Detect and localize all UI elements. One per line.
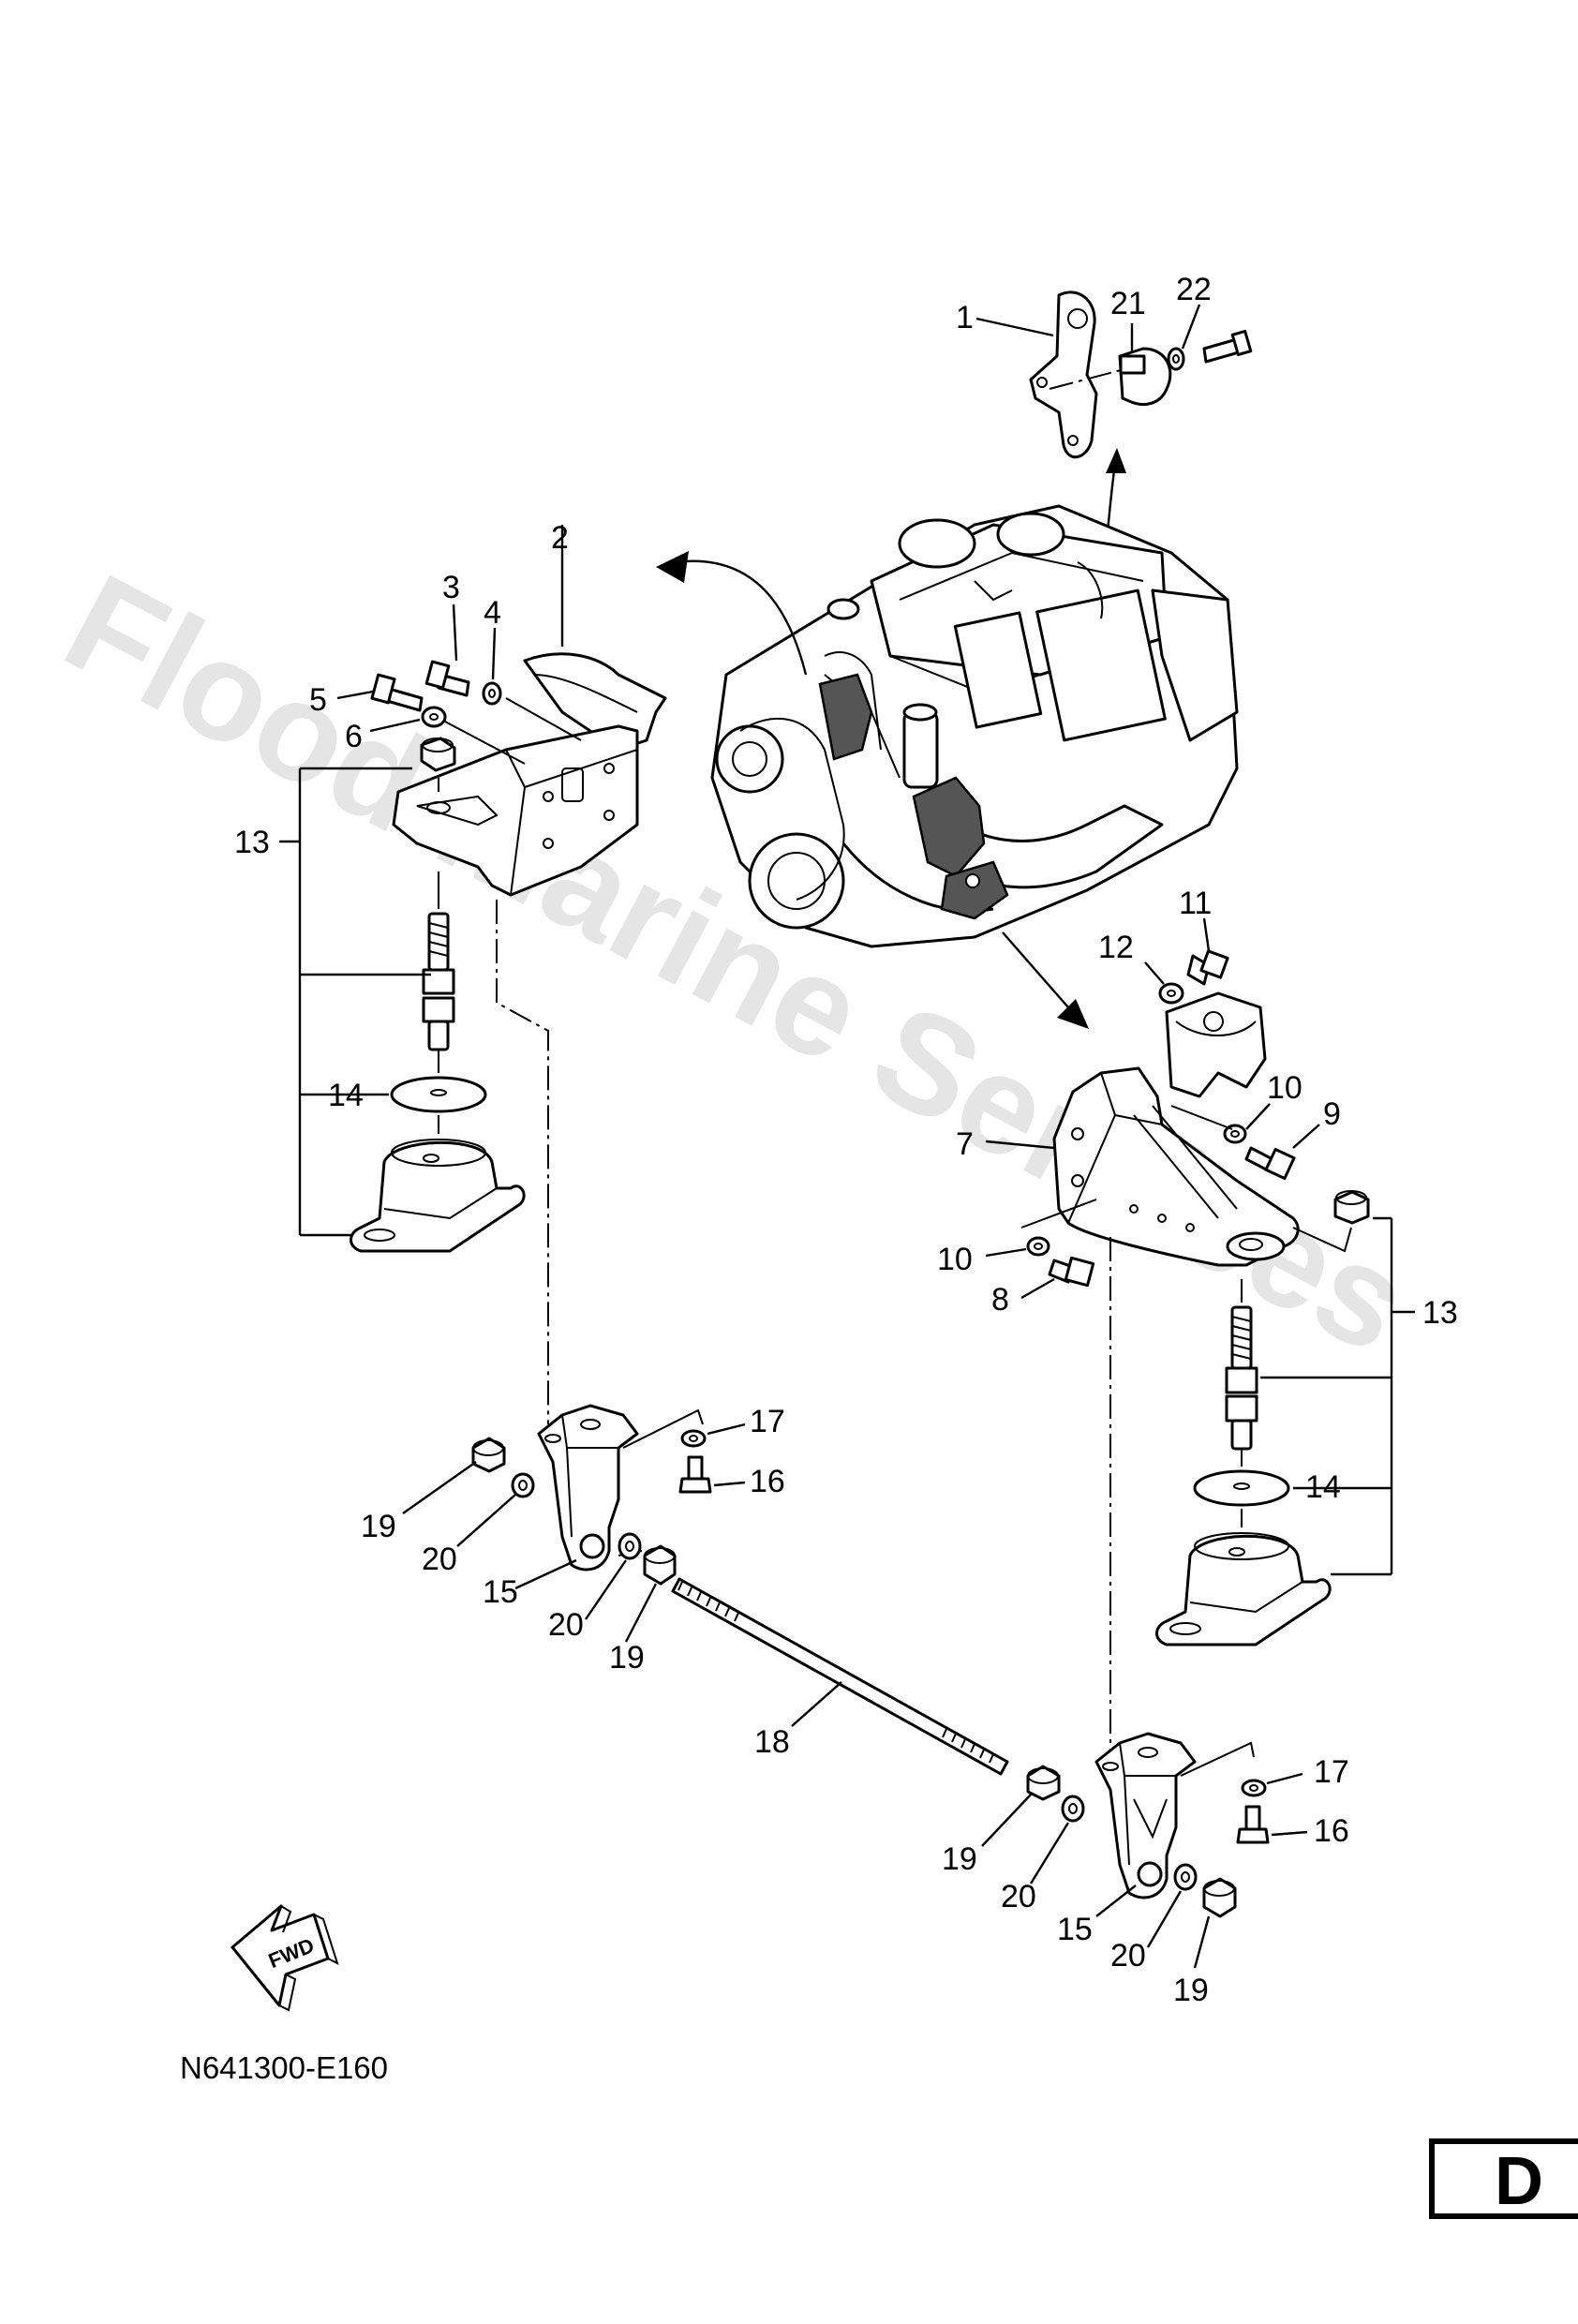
callout-2: 2 bbox=[551, 520, 569, 556]
callout-15-left: 15 bbox=[483, 1574, 518, 1610]
callout-13-right: 13 bbox=[1422, 1295, 1458, 1331]
callout-10-lower: 10 bbox=[937, 1242, 973, 1277]
clamp-part-21 bbox=[1118, 347, 1172, 406]
callout-20-right-b: 20 bbox=[1110, 1938, 1146, 1974]
fwd-arrow-icon: FWD bbox=[231, 1904, 339, 2012]
washer-part-4 bbox=[482, 681, 502, 706]
bolt-part-16-right bbox=[1236, 1805, 1270, 1844]
clamp-upper-right bbox=[1165, 991, 1267, 1098]
washer-part-12 bbox=[1158, 982, 1184, 1005]
washer-part-20-left-b bbox=[618, 1532, 642, 1560]
drawing-code: N641300-E160 bbox=[180, 2050, 388, 2085]
washer-part-20-right-b bbox=[1173, 1863, 1198, 1891]
bracket-part-2 bbox=[392, 652, 667, 897]
bolt-part-22 bbox=[1202, 329, 1253, 364]
bolt-part-16-left bbox=[678, 1455, 712, 1494]
washer-part-14-right bbox=[1193, 1469, 1290, 1507]
bolt-part-8 bbox=[1048, 1256, 1095, 1288]
bolt-part-11 bbox=[1186, 949, 1229, 986]
callout-16-right: 16 bbox=[1314, 1813, 1349, 1849]
callout-14-left: 14 bbox=[328, 1078, 364, 1113]
washer-part-20-right-a bbox=[1061, 1795, 1085, 1823]
callout-8: 8 bbox=[991, 1282, 1009, 1318]
washer-part-17-right bbox=[1241, 1779, 1267, 1797]
nut-part-19-right-a bbox=[1026, 1765, 1061, 1801]
bolt-part-9 bbox=[1244, 1146, 1296, 1181]
callout-7: 7 bbox=[956, 1126, 974, 1162]
callout-11: 11 bbox=[1179, 886, 1212, 921]
callout-4: 4 bbox=[484, 595, 501, 631]
callout-20-left-a: 20 bbox=[422, 1542, 457, 1577]
nut-part-13-left bbox=[420, 737, 456, 772]
washer-part-22 bbox=[1167, 347, 1185, 371]
callout-17-left: 17 bbox=[750, 1404, 785, 1439]
bolt-part-3 bbox=[424, 660, 470, 697]
callout-22: 22 bbox=[1176, 272, 1212, 307]
rod-part-18 bbox=[671, 1577, 1009, 1776]
washer-part-17-left bbox=[680, 1429, 707, 1448]
nut-part-19-left-b bbox=[643, 1544, 677, 1586]
bolt-part-5 bbox=[370, 673, 424, 712]
callout-14-right: 14 bbox=[1305, 1469, 1341, 1505]
washer-part-10-lower bbox=[1026, 1236, 1050, 1257]
arrow-down-right-icon bbox=[1057, 999, 1089, 1029]
nut-part-13-right bbox=[1333, 1190, 1370, 1225]
callout-15-right: 15 bbox=[1057, 1912, 1093, 1947]
callout-19-left-b: 19 bbox=[609, 1640, 645, 1676]
callout-18: 18 bbox=[754, 1724, 790, 1760]
washer-part-6 bbox=[421, 706, 447, 728]
callout-21: 21 bbox=[1110, 286, 1146, 321]
callout-6: 6 bbox=[345, 719, 363, 754]
callout-17-right: 17 bbox=[1314, 1754, 1349, 1790]
stud-part-13-left bbox=[422, 912, 455, 1051]
arrow-up-icon bbox=[1106, 448, 1126, 473]
callout-19-right-a: 19 bbox=[942, 1841, 977, 1877]
callout-20-right-a: 20 bbox=[1001, 1879, 1036, 1914]
bracket-part-15-right bbox=[1094, 1732, 1197, 1899]
engine-illustration bbox=[710, 504, 1239, 948]
callout-3: 3 bbox=[442, 570, 460, 605]
arrow-left-icon bbox=[656, 551, 689, 583]
callout-1: 1 bbox=[956, 300, 974, 335]
washer-part-14-left bbox=[390, 1076, 487, 1113]
washer-part-10-upper bbox=[1223, 1124, 1247, 1144]
washer-part-20-left-a bbox=[511, 1472, 535, 1498]
page-letter-box: D bbox=[1429, 2138, 1578, 2219]
callout-16-left: 16 bbox=[750, 1464, 785, 1499]
callout-10-upper: 10 bbox=[1267, 1070, 1303, 1106]
bracket-part-15-left bbox=[537, 1404, 639, 1572]
bracket-part-1 bbox=[1029, 290, 1139, 458]
callout-19-right-b: 19 bbox=[1173, 1973, 1209, 2008]
callout-12: 12 bbox=[1098, 930, 1134, 965]
callout-9: 9 bbox=[1323, 1096, 1341, 1132]
mount-base-part-14-left bbox=[350, 1139, 526, 1253]
mount-base-part-14-right bbox=[1155, 1532, 1332, 1646]
stud-part-13-right bbox=[1225, 1305, 1258, 1451]
nut-part-19-left-a bbox=[471, 1437, 506, 1473]
callout-20-left-b: 20 bbox=[548, 1607, 584, 1643]
nut-part-19-right-b bbox=[1202, 1877, 1237, 1918]
bracket-part-7 bbox=[1052, 1066, 1300, 1267]
callout-19-left-a: 19 bbox=[361, 1509, 396, 1544]
callout-5: 5 bbox=[309, 682, 327, 718]
callout-13-left: 13 bbox=[234, 825, 270, 860]
page-letter: D bbox=[1495, 2144, 1543, 2219]
